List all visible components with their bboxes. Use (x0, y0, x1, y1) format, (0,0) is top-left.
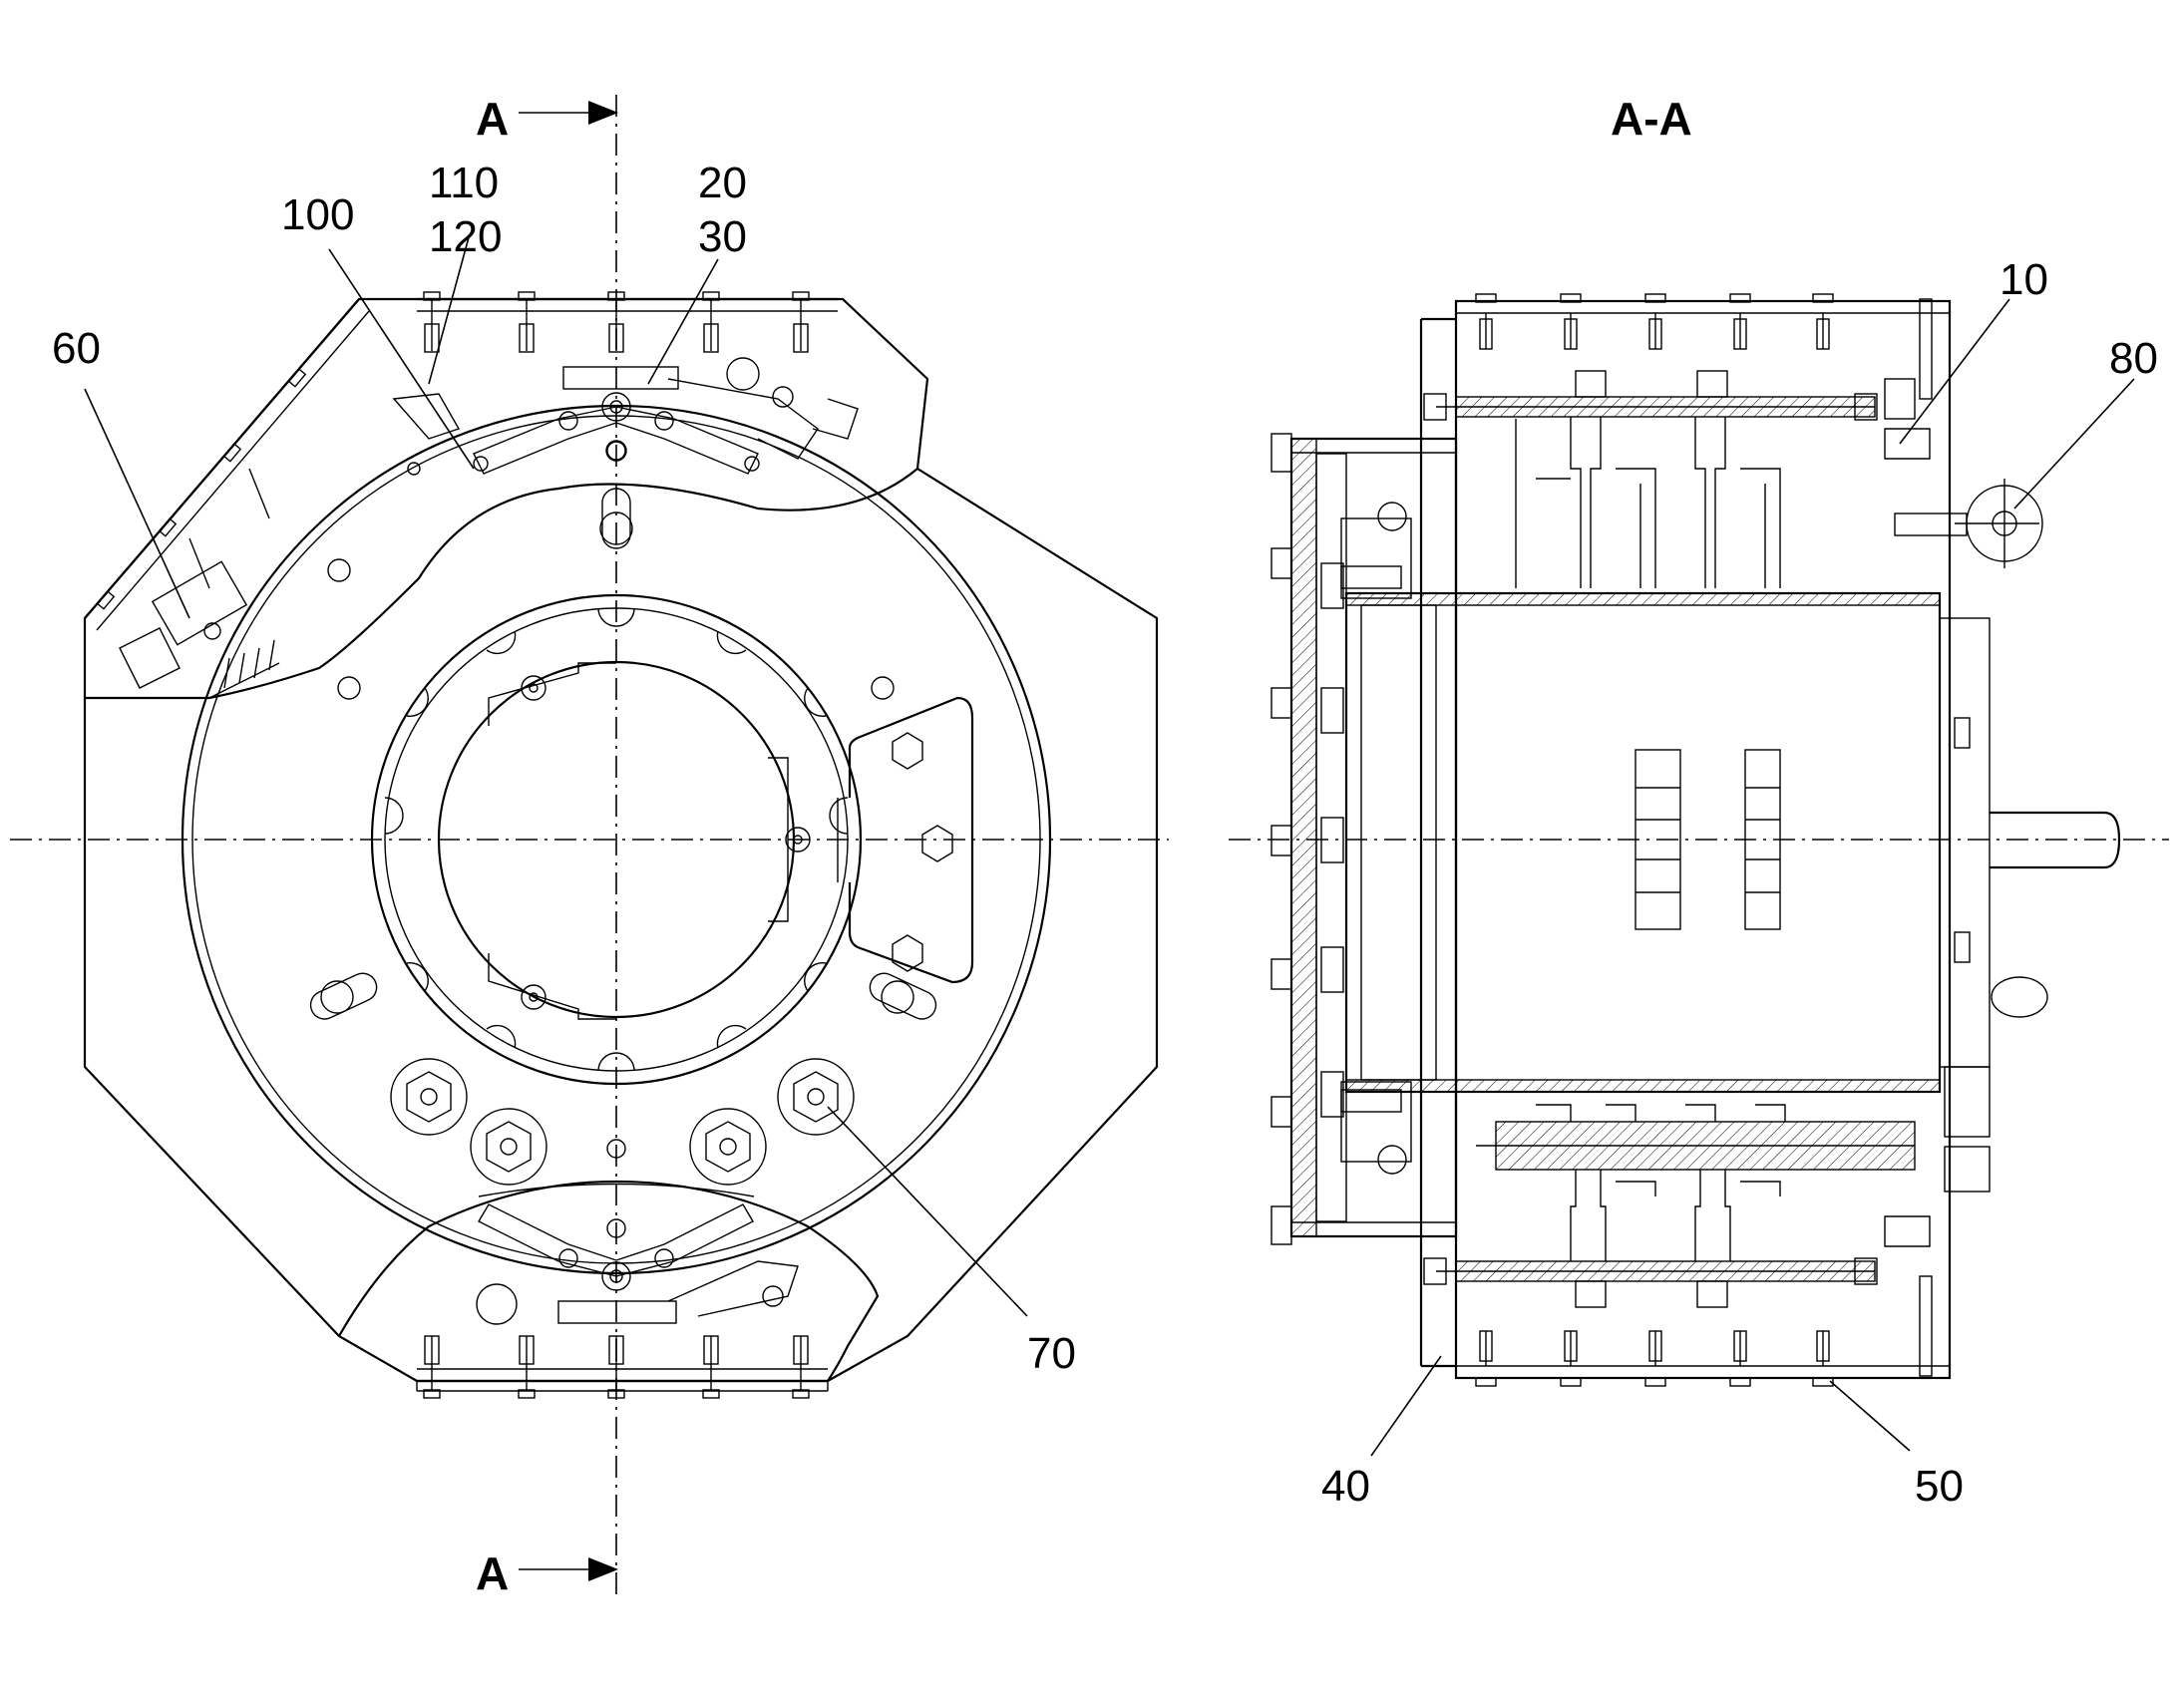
outer-ring (181, 404, 1052, 1275)
rotor-notches (384, 607, 849, 1072)
section-mark-top: A (476, 93, 509, 145)
lower-clamp-assembly (338, 1180, 880, 1399)
cam-pins (309, 488, 937, 1020)
section-title: A-A (1611, 93, 1692, 145)
label-120: 120 (429, 212, 502, 261)
label-20: 20 (698, 159, 747, 207)
eye-bolt (1894, 479, 2043, 568)
label-70: 70 (1027, 1329, 1076, 1378)
label-60: 60 (52, 324, 101, 373)
rotor-ring (370, 593, 863, 1086)
side-pad (848, 696, 974, 984)
section-view-a-a: A-A (1229, 93, 2169, 1511)
section-mark-bottom: A (476, 1547, 509, 1599)
label-110: 110 (429, 159, 499, 207)
label-50: 50 (1915, 1462, 1964, 1511)
label-10: 10 (1999, 255, 2048, 304)
label-80: 80 (2109, 334, 2158, 383)
upper-clamp-assembly (83, 291, 929, 700)
front-view: A A 110 120 100 20 30 60 70 (10, 93, 1169, 1599)
label-100: 100 (281, 190, 354, 239)
hex-nuts (390, 1058, 855, 1186)
label-40: 40 (1321, 1462, 1370, 1511)
label-30: 30 (698, 212, 747, 261)
